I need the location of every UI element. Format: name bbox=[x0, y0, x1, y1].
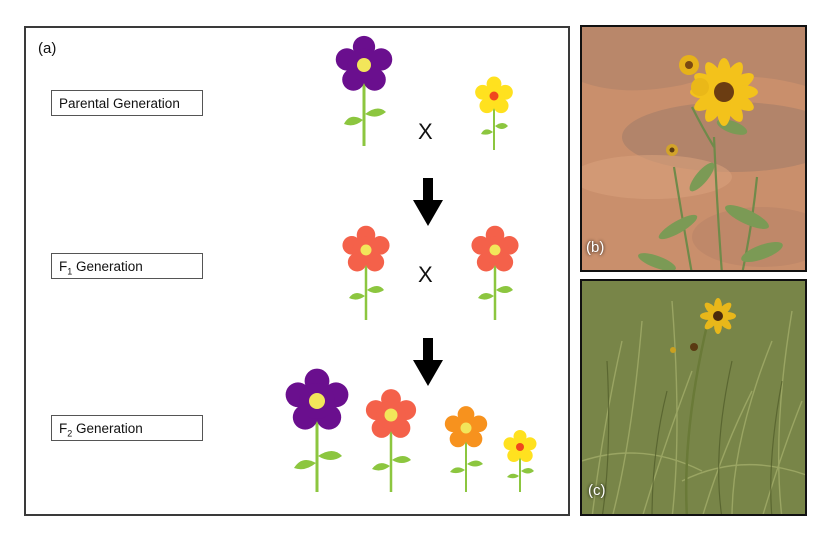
generation-suffix: Generation bbox=[72, 259, 143, 274]
f2-yellow-flower bbox=[503, 429, 537, 492]
leaf bbox=[318, 451, 342, 460]
leaf bbox=[450, 467, 465, 474]
panel-a: (a) Parental Generation F1 Generation F2… bbox=[24, 26, 570, 516]
leaf bbox=[496, 286, 513, 293]
leaf bbox=[481, 129, 493, 135]
generation-subscript: 2 bbox=[67, 428, 73, 439]
leaf bbox=[294, 459, 316, 470]
leaf bbox=[521, 468, 534, 474]
leaf bbox=[507, 473, 519, 479]
flower-center bbox=[309, 393, 325, 409]
generation-prefix: F bbox=[59, 421, 68, 436]
parental-generation-label: Parental Generation bbox=[51, 90, 203, 116]
parental-purple-flower bbox=[335, 35, 393, 146]
flower-center bbox=[489, 244, 501, 256]
sunflower-sand-illustration bbox=[582, 27, 805, 270]
generation-subscript: 1 bbox=[67, 266, 73, 277]
f2-purple-flower bbox=[285, 368, 349, 492]
f1-red-flower-left bbox=[342, 225, 390, 320]
parental-yellow-flower bbox=[475, 76, 513, 150]
leaf bbox=[344, 116, 363, 126]
panel-b-label: (b) bbox=[586, 239, 605, 256]
leaf bbox=[365, 108, 386, 117]
f2-orange-flower bbox=[444, 406, 488, 492]
panel-a-label: (a) bbox=[38, 40, 57, 57]
leaf bbox=[349, 292, 365, 300]
flower-center bbox=[489, 91, 499, 101]
generation-prefix: Parental Generation bbox=[59, 96, 180, 111]
panel-c-label: (c) bbox=[588, 482, 606, 499]
down-arrow-icon bbox=[413, 338, 443, 386]
f1-generation-label: F1 Generation bbox=[51, 253, 203, 279]
f1-cross-symbol: X bbox=[418, 262, 433, 287]
leaf bbox=[367, 286, 384, 293]
leaf bbox=[392, 456, 411, 463]
panel-b-photo: (b) bbox=[580, 25, 807, 272]
down-arrow-icon bbox=[413, 178, 443, 226]
leaf bbox=[372, 463, 390, 471]
panel-c-photo: (c) bbox=[580, 279, 807, 516]
flower-center bbox=[516, 443, 524, 451]
flower-center bbox=[360, 244, 372, 256]
f1-red-flower-right bbox=[471, 225, 519, 320]
flower-center bbox=[460, 422, 472, 434]
leaf bbox=[495, 123, 508, 129]
f2-red-flower bbox=[365, 389, 417, 492]
leaf bbox=[467, 460, 483, 467]
f2-generation-label: F2 Generation bbox=[51, 415, 203, 441]
flower-center bbox=[357, 58, 371, 72]
flower-diagram bbox=[285, 35, 537, 492]
parental-cross-symbol: X bbox=[418, 119, 433, 144]
generation-suffix: Generation bbox=[72, 421, 143, 436]
generation-prefix: F bbox=[59, 259, 68, 274]
leaf bbox=[478, 292, 494, 300]
flower-center bbox=[384, 408, 398, 422]
sunflower-grass-illustration bbox=[582, 281, 805, 514]
